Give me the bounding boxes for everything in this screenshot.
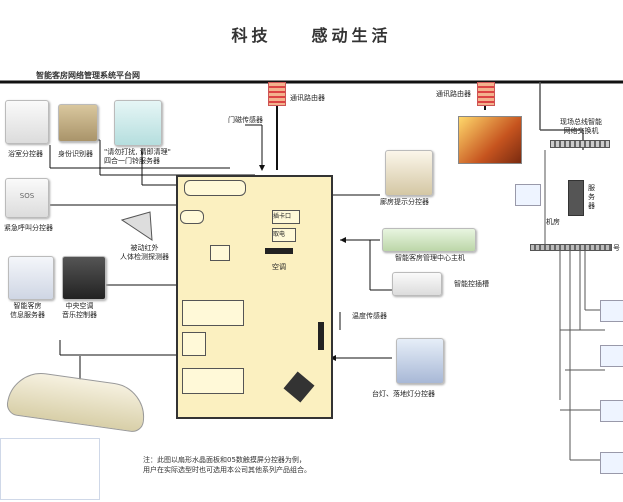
label-host: 智能客房管理中心主机 (395, 254, 465, 262)
bathroom-panel-icon (5, 100, 49, 144)
label-sos: 紧急呼叫分控器 (4, 224, 53, 232)
client-4-icon (600, 452, 623, 474)
nightstand (182, 332, 206, 356)
client-2-icon (600, 345, 623, 367)
client-1-icon (600, 300, 623, 322)
router-icon-1 (268, 82, 286, 106)
label-ir-sensor: 被动红外 人体检测探测器 (120, 244, 169, 261)
label-bathroom-panel: 浴室分控器 (8, 150, 43, 158)
client-3-icon (600, 400, 623, 422)
footnote: 注：此图以扇形水晶面板和05数触摸屏分控器为例， 用户在实际选型时也可选用本公司… (143, 456, 311, 474)
bed (182, 368, 244, 394)
power-take: 取电 (272, 228, 296, 242)
router-icon-2 (477, 82, 495, 106)
label-info-server: 智能客房 信息服务器 (10, 302, 45, 319)
edge-label: 号 (613, 244, 620, 252)
label-door-sensor: 门磁传感器 (228, 116, 263, 124)
bathtub (184, 180, 246, 196)
label-identity-reader: 身份识别器 (58, 150, 93, 158)
label-router-1: 通讯路由器 (290, 94, 325, 102)
corridor-panel-icon (385, 150, 433, 196)
inset-frame (0, 438, 100, 500)
slogan: 科技 感动生活 (231, 26, 392, 45)
label-ac-controller: 中央空调 音乐控制器 (62, 302, 97, 319)
light-ctrl-icon (396, 338, 444, 384)
ac-unit (265, 248, 293, 254)
label-ac: 空调 (272, 263, 286, 271)
field-bus-switch-icon (550, 140, 610, 148)
info-server-icon (8, 256, 54, 300)
power-socket-icon (392, 272, 442, 296)
identity-reader-icon (58, 104, 98, 142)
label-network-switch: 现场总线智能 网络交换机 (560, 118, 602, 135)
label-temp-sensor: 温度传感器 (352, 312, 387, 320)
doorbell-panel-icon (114, 100, 162, 146)
system-title: 智能客房网络管理系统平台网 (36, 71, 140, 80)
card-slot: 插卡口 (272, 210, 300, 224)
label-router-2: 通讯路由器 (436, 90, 471, 98)
label-light-ctrl: 台灯、落地灯分控器 (372, 390, 435, 398)
label-corridor: 廊房提示分控器 (380, 198, 429, 206)
host-unit-icon (382, 228, 476, 252)
label-machine-room: 机房 (546, 218, 560, 226)
label-server: 服务器 (588, 184, 595, 210)
wardrobe (318, 322, 324, 350)
workstation-icon (515, 184, 541, 206)
network-switch-icon (530, 244, 612, 251)
label-doorbell-panel: "请勿打扰, 请即清理" 四合一门铃服务器 (104, 148, 171, 165)
ac-controller-icon (62, 256, 106, 300)
label-power-socket: 智能控插槽 (454, 280, 489, 288)
server-icon (568, 180, 584, 216)
toilet (180, 210, 204, 224)
room-photo (458, 116, 522, 164)
sink (210, 245, 230, 261)
desk (182, 300, 244, 326)
sos-panel-icon: SOS (5, 178, 49, 218)
